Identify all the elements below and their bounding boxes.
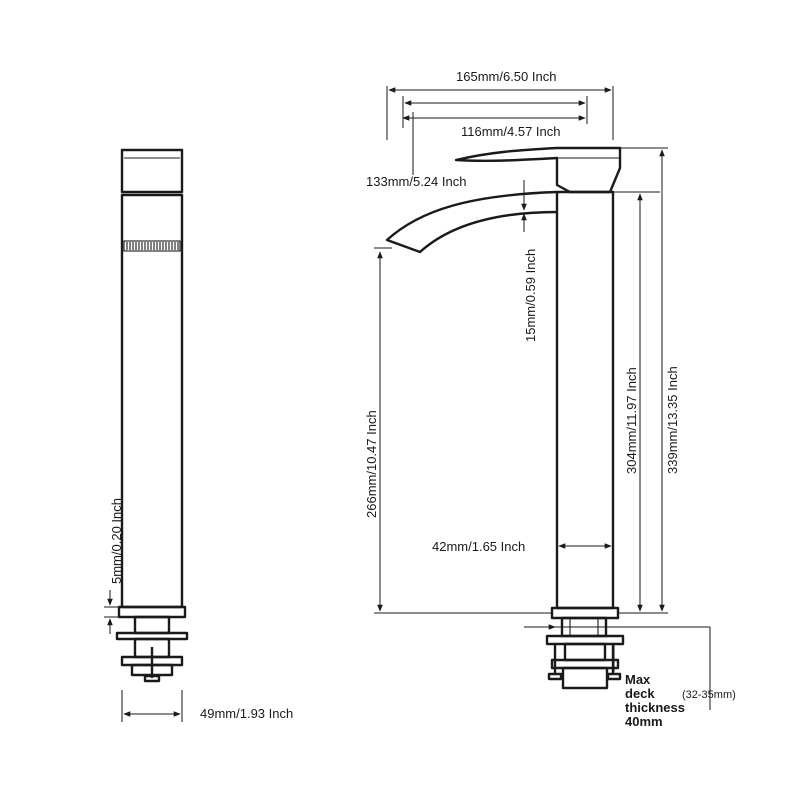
total-height-dimension-label: 339mm/13.35 Inch [665, 366, 680, 474]
deck-range-label: (32-35mm) [682, 689, 736, 701]
deck-note-line-1: Max [625, 672, 651, 687]
body-width-dimension-label: 42mm/1.65 Inch [432, 539, 525, 554]
base-plate-dimension-label: 5mm/0.20 Inch [109, 498, 124, 584]
front-view: 165mm/6.50 Inch 133mm/5.24 Inch 116mm/4.… [364, 69, 736, 729]
front-bolt-right [606, 672, 622, 681]
overall-width-dimension-label: 165mm/6.50 Inch [456, 69, 556, 84]
front-base-plate [550, 606, 620, 620]
side-width-dimension-label: 49mm/1.93 Inch [200, 706, 293, 721]
side-bolt-head [143, 674, 161, 683]
deck-note-line-2: deck [625, 686, 655, 701]
side-view: 5mm/0.20 Inch 49mm/1.93 Inch [104, 148, 293, 722]
front-shank-lower [563, 642, 607, 662]
deck-note-line-4: 40mm [625, 714, 663, 729]
spout-reach-dimension-label: 133mm/5.24 Inch [366, 174, 466, 189]
spout-to-handle-dimension-label: 116mm/4.57 Inch [461, 124, 560, 139]
side-shank [133, 615, 171, 635]
side-aerator-mesh [126, 242, 179, 250]
faucet-spout [385, 190, 558, 254]
front-bolt-left [547, 672, 563, 681]
side-body [120, 193, 184, 609]
body-height-dimension-label: 304mm/11.97 Inch [624, 367, 639, 474]
deck-note-line-3: thickness [625, 700, 685, 715]
side-handle [120, 148, 184, 194]
front-nut-lower [561, 666, 609, 690]
spout-gap-dimension-label: 15mm/0.59 Inch [523, 249, 538, 342]
spout-height-dimension-label: 266mm/10.47 Inch [364, 410, 379, 518]
side-base-plate [117, 605, 187, 619]
faucet-handle [454, 146, 622, 194]
side-aerator-band [123, 240, 181, 252]
